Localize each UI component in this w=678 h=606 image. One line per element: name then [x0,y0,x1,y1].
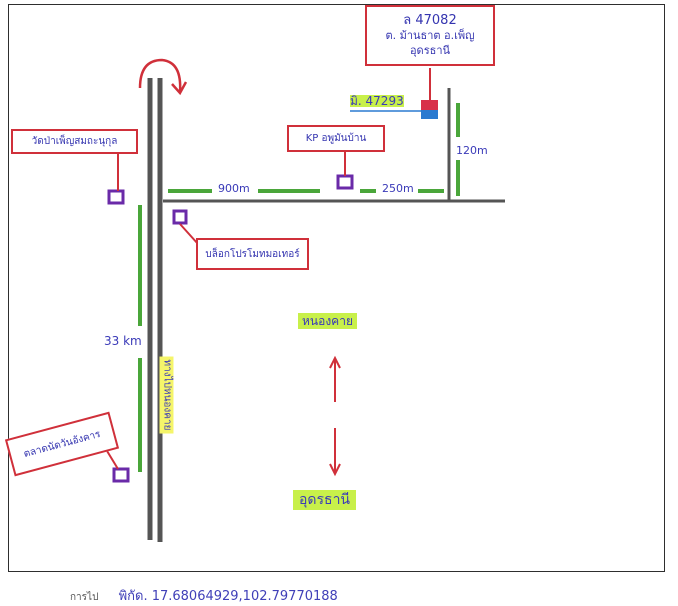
temple-label-box: วัดป่าเพ็ญสมถะนุกุล [11,129,138,154]
left-bottom-marker [112,467,130,483]
market-label-box: บล็อกโปรโมทมอเทอร์ [196,238,309,270]
distance-33km: 33 km [104,334,142,348]
south-direction-label: อุดรธานี [293,490,356,510]
destination-house-roof [421,100,438,110]
u-turn-arrow [138,58,182,93]
south-arrowhead [329,463,341,477]
vertical-road-label: ทางไปหนองคาย [159,356,174,434]
u-turn-arrowhead [171,81,188,96]
meter-label: มิ. 47293 [350,94,404,108]
connector [179,223,199,245]
destination-subdistrict: ต. ม้านธาต อ.เพ็ญ [385,29,475,43]
destination-address-box: ล 47082 ต. ม้านธาต อ.เพ็ญ อุดรธานี [365,5,495,66]
map-frame [8,4,665,572]
kp-label: KP อพูมันบ้าน [305,133,367,144]
market-marker [172,209,188,225]
kp-label-box: KP อพูมันบ้าน [287,125,385,152]
temple-marker [107,189,125,205]
temple-label: วัดป่าเพ็ญสมถะนุกุล [31,136,118,147]
market-label: บล็อกโปรโมทมอเทอร์ [205,248,300,260]
north-arrowhead [329,355,341,369]
north-direction-label: หนองคาย [298,313,357,329]
distance-900m: 900m [218,182,250,195]
destination-code: ล 47082 [403,12,457,28]
coordinates-text: พิกัด. 17.68064929,102.79770188 [118,589,338,604]
destination-house-base [421,110,438,119]
destination-province: อุดรธานี [409,44,451,58]
distance-120m: 120m [456,144,488,157]
footer-lead: การไป [70,592,99,603]
kp-marker [336,174,354,190]
footer-coordinates: การไป พิกัด. 17.68064929,102.79770188 [70,585,338,606]
distance-250m: 250m [382,182,414,195]
